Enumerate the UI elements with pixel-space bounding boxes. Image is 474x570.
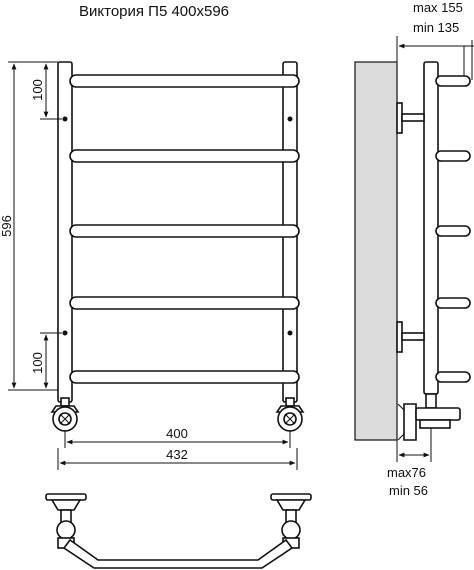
- depth-dimension: max 155 min 135: [396, 0, 474, 80]
- width-outer-dimension: 432: [57, 447, 298, 470]
- drawing-title: Виктория П5 400x596: [79, 3, 229, 20]
- side-valve: [397, 393, 461, 441]
- top-offset-label: 100: [30, 79, 45, 101]
- height-dimension: 596: [0, 61, 58, 391]
- wall-min-label: min 56: [389, 483, 428, 498]
- left-connector: [50, 397, 80, 432]
- mount-hole-top-right: [287, 116, 293, 122]
- width-inner-label: 400: [166, 426, 188, 441]
- side-post: [423, 61, 439, 395]
- rung: [69, 149, 300, 163]
- mount-hole-bottom-right: [287, 330, 293, 336]
- front-view: 596 100 100 400 432: [0, 61, 305, 470]
- height-total-label: 596: [0, 215, 14, 237]
- top-offset-dimension: 100: [30, 63, 62, 120]
- rung: [69, 74, 300, 88]
- bottom-offset-dimension: 100: [30, 332, 62, 389]
- rung-ends: [435, 75, 471, 383]
- width-inner-dimension: 400: [64, 426, 291, 448]
- bottom-view: [45, 493, 312, 569]
- rung: [69, 224, 300, 238]
- mount-hole-top-left: [62, 116, 68, 122]
- rung: [69, 370, 300, 384]
- depth-max-label: max 155: [413, 0, 463, 15]
- depth-min-label: min 135: [413, 20, 459, 35]
- wall-bracket-bottom: [396, 321, 425, 353]
- mount-hole-bottom-left: [62, 330, 68, 336]
- width-outer-label: 432: [166, 447, 188, 462]
- bottom-offset-label: 100: [30, 352, 45, 374]
- wall-max-label: max76: [387, 465, 426, 480]
- wall-offset-dimension: max76 min 56: [387, 428, 432, 498]
- rungs: [69, 74, 300, 384]
- side-view: max 155 min 135 max76 min 56: [354, 0, 474, 498]
- rung: [69, 296, 300, 310]
- wall: [354, 61, 398, 441]
- wall-bracket-top: [396, 102, 425, 134]
- right-connector: [275, 397, 305, 432]
